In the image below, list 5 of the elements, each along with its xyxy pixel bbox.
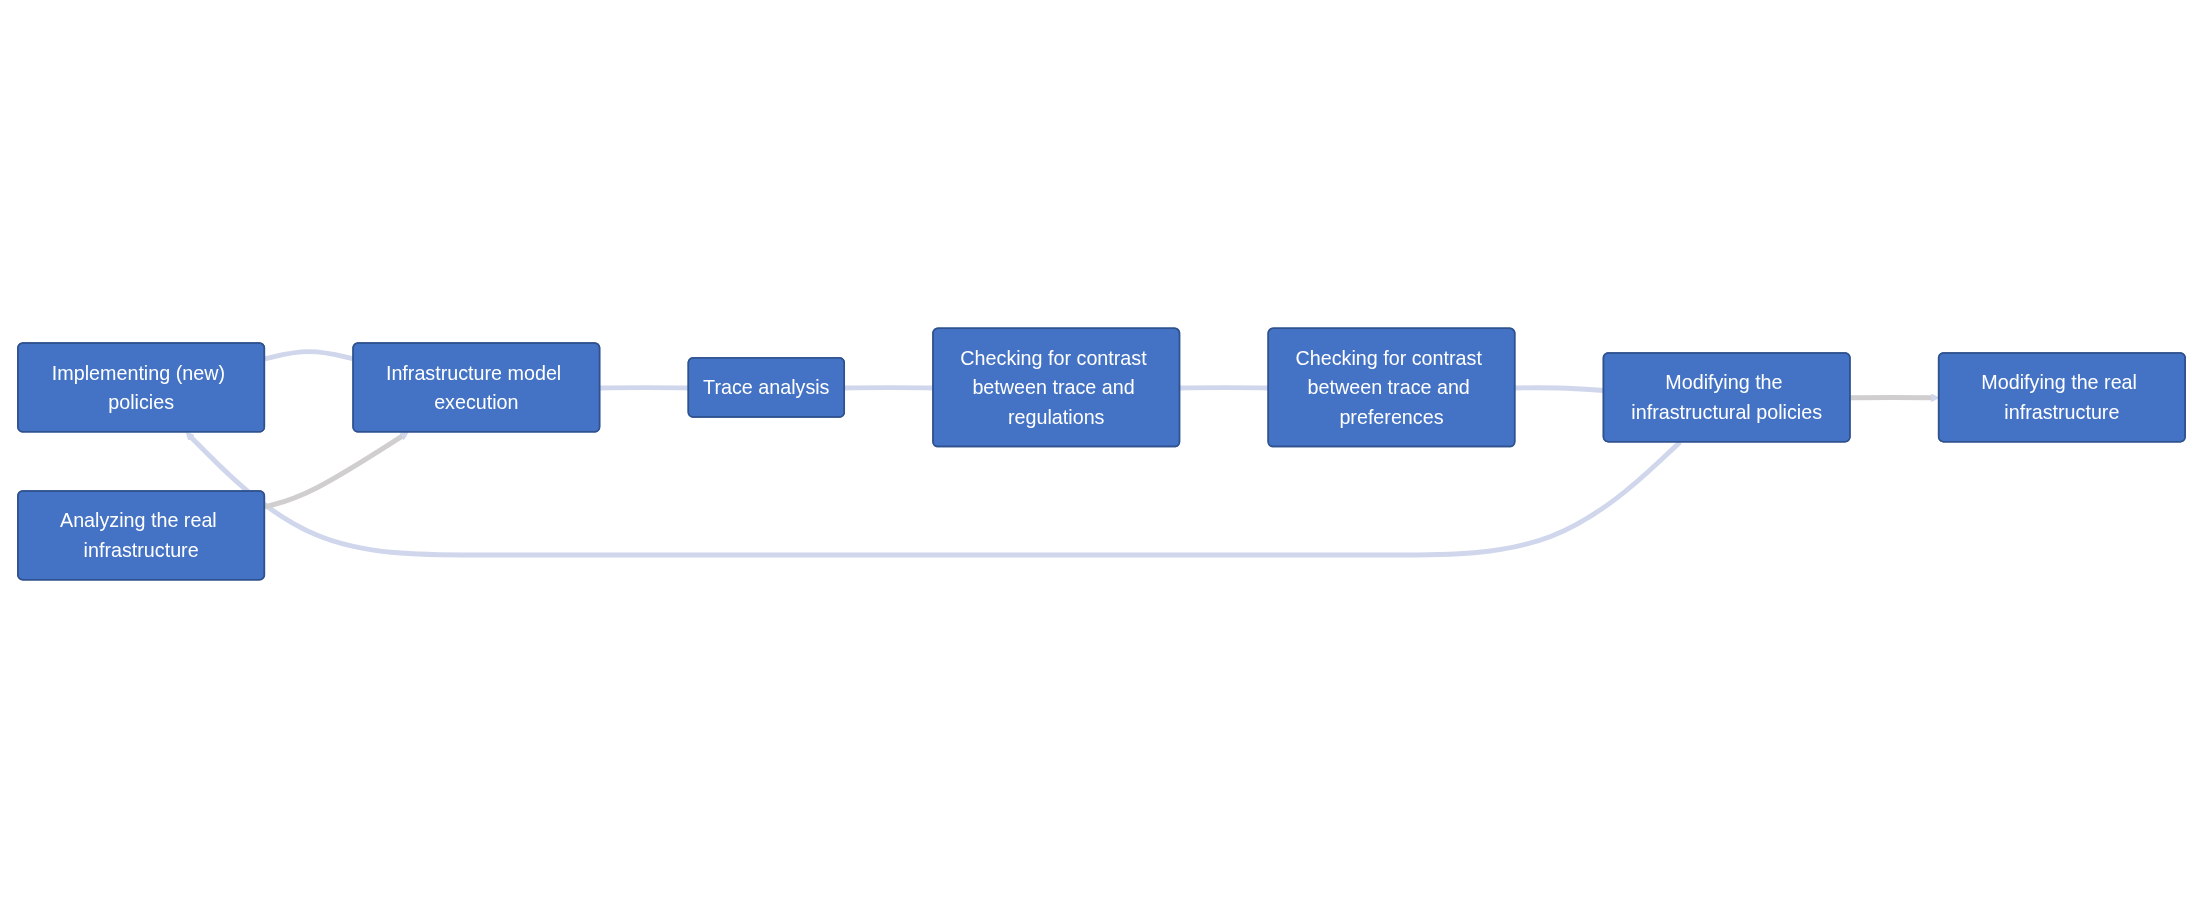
arrow xyxy=(264,431,409,510)
connector xyxy=(1179,385,1269,391)
arrow xyxy=(185,431,1682,558)
connector xyxy=(844,385,934,391)
connector xyxy=(600,385,689,391)
